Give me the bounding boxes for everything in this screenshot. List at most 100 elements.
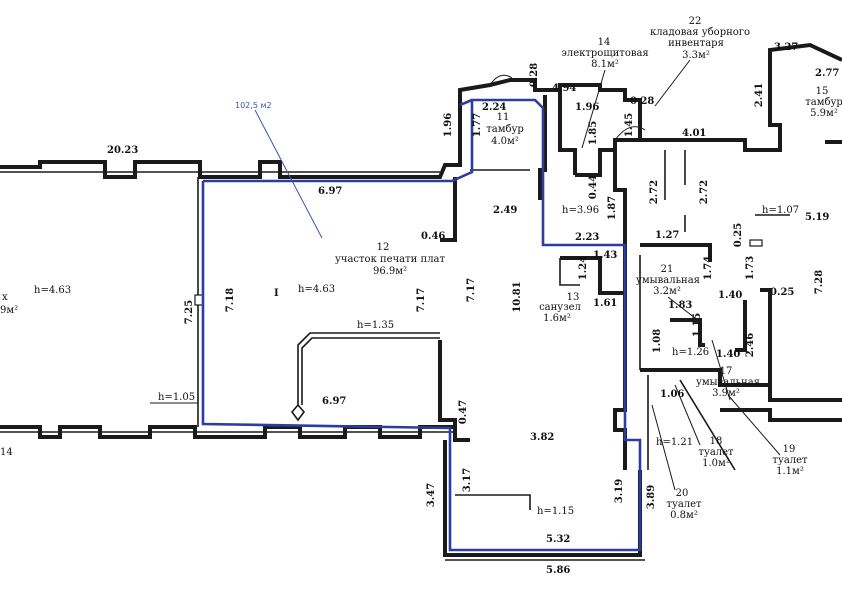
dim-4-01: 4.01 (682, 128, 706, 139)
leader-room21 (667, 296, 696, 319)
room-21-number: 21 (661, 264, 674, 275)
room-11-name: тамбур (486, 124, 524, 135)
room-17-area: 3.9м² (712, 388, 740, 399)
left-room-partial-area: 9м² (0, 305, 18, 316)
dim-2-41: 2.41 (754, 83, 765, 107)
wall-right-long (760, 288, 772, 400)
wall-room17-right (735, 300, 747, 352)
leader-room19 (727, 394, 781, 456)
room-18-area: 1.0м² (702, 458, 730, 469)
dim-7-28: 7.28 (814, 270, 825, 294)
room-11-number: 11 (497, 112, 510, 123)
annotation-area: 102,5 м2 (235, 101, 272, 110)
dim-4-94: 4.94 (552, 83, 576, 94)
room-19-area: 1.1м² (776, 466, 804, 477)
leader-room22 (654, 59, 691, 107)
wall-bottom-left (0, 425, 470, 442)
room-17-name: умывальная (696, 377, 760, 388)
room-22-number: 22 (689, 16, 702, 27)
leader-lines (581, 59, 781, 491)
dim-5-86: 5.86 (546, 565, 570, 576)
dim-0-46: 0.46 (421, 231, 445, 242)
room-12-name: участок печати плат (335, 254, 446, 265)
room-19-name: туалет (772, 455, 808, 466)
wall-room12-inner-right (438, 340, 457, 440)
left-room-height: h=4.63 (34, 285, 71, 296)
dim-2-46: 2.46 (745, 333, 756, 357)
bench-outline (455, 494, 531, 510)
wall-room13 (560, 256, 625, 295)
room-20-name: туалет (666, 499, 702, 510)
dim-1-45: 1.45 (624, 113, 635, 137)
dim-7-17b: 7.17 (466, 278, 477, 302)
door-swing-room14 (614, 126, 646, 141)
dim-2-23: 2.23 (575, 232, 599, 243)
dim-0-25b: 0.25 (770, 287, 794, 298)
wall-room22 (625, 98, 642, 140)
wall-room17 (670, 318, 705, 347)
room-21-area: 3.2м² (653, 286, 681, 297)
dim-7-25: 7.25 (184, 300, 195, 324)
dim-3-89: 3.89 (646, 485, 657, 509)
dim-3-82: 3.82 (530, 432, 554, 443)
dim-1-96a: 1.96 (443, 113, 454, 137)
dim-1-61: 1.61 (593, 298, 617, 309)
wall-top-left (0, 78, 640, 179)
dim-1-83: 1.83 (668, 300, 692, 311)
room-12-area: 96.9м² (373, 266, 407, 277)
height-121: h=1.21 (656, 437, 693, 448)
wall-bottom-section (443, 440, 642, 557)
room-18-name: туалет (698, 447, 734, 458)
wall-room12-right (440, 177, 457, 242)
dim-3-27: 3.27 (774, 42, 798, 53)
dim-1-73: 1.73 (745, 256, 756, 280)
dim-1-77: 1.77 (472, 113, 483, 137)
door-swing-room11 (489, 74, 513, 86)
wall-right-top (650, 42, 842, 152)
height-room12: h=4.63 (298, 284, 335, 295)
room-14-number: 14 (598, 37, 611, 48)
wall-toilets-top (640, 368, 842, 402)
room-17-number: 17 (720, 366, 733, 377)
annotation-leader (254, 109, 323, 239)
room-13-number: 13 (567, 292, 580, 303)
dim-0-28a: 0.28 (529, 63, 540, 87)
room-19-number: 19 (783, 444, 796, 455)
column-right (749, 239, 763, 247)
dim-0-47: 0.47 (458, 400, 469, 424)
room-13-area: 1.6м² (543, 313, 571, 324)
height-marks: h=4.63 I h=3.96 h=1.35 h=1.05 h=1.07 h=1… (150, 205, 799, 517)
dim-1-08: 1.08 (652, 329, 663, 353)
dim-2-24: 2.24 (482, 102, 506, 113)
room-11-area: 4.0м² (491, 136, 519, 147)
dim-1-85: 1.85 (588, 121, 599, 145)
dim-0-28b: 0.28 (630, 96, 654, 107)
room-14-area: 8.1м² (591, 59, 619, 70)
dimensions: 20.23 6.97 6.97 7.25 7.18 7.17 7.17 10.8… (107, 42, 839, 576)
height-marker-room12: I (274, 288, 279, 299)
room-22-name-line2: инвентаря (668, 38, 724, 49)
room-14-name: электрощитовая (561, 48, 649, 59)
dim-1-40b: 1.40 (716, 349, 740, 360)
dim-5-19: 5.19 (805, 212, 829, 223)
room-15-number: 15 (816, 86, 829, 97)
dim-0-44: 0.44 (588, 175, 599, 199)
dim-7-18: 7.18 (225, 288, 236, 312)
wall-toilets-divider2 (679, 379, 736, 471)
dim-2-72a: 2.72 (649, 180, 660, 204)
highlight-boundary-entrance (459, 98, 473, 107)
dim-1-74: 1.74 (703, 256, 714, 280)
height-396: h=3.96 (562, 205, 599, 216)
room-12-number: 12 (377, 242, 390, 253)
leader-room20 (651, 404, 676, 491)
dim-6-97-top: 6.97 (318, 186, 342, 197)
left-room-bottom-label: 14 (0, 447, 13, 458)
dim-2-72b: 2.72 (699, 180, 710, 204)
wall-toilets-bottom (720, 408, 842, 422)
wall-room13-inner (559, 258, 580, 286)
wall-room21 (640, 243, 712, 262)
platform-outline-inner (301, 337, 440, 405)
room-15-name: тамбур (805, 97, 842, 108)
leader-room17 (711, 339, 731, 401)
